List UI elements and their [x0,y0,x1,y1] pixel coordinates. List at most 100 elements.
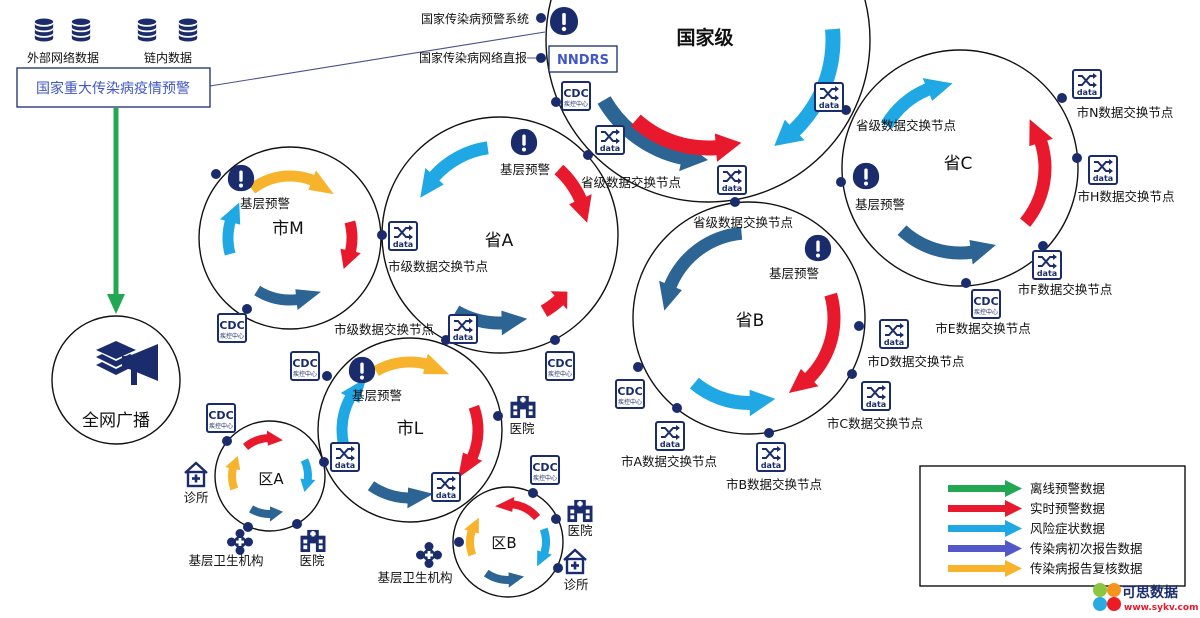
junction-dot [961,278,971,288]
legend-item: 传染病初次报告数据 [948,540,1143,557]
risk-data-arrow [689,377,776,417]
district-b-title: 区B [491,534,516,552]
hospital-icon [567,499,593,523]
data-exchange-icon: data [330,442,360,472]
legend-item: 风险症状数据 [948,520,1105,537]
district-b-circle [452,486,564,598]
data-icon-label: data [866,400,886,409]
junction-dot [551,97,561,107]
cdc-icon-sublabel: 疾控中心 [209,422,233,430]
city-h-node-label: 市H数据交换节点 [1078,189,1175,204]
cdc-icon-label: CDC [563,87,588,100]
national-circle [545,0,871,203]
junction-dot [536,13,546,23]
city-c-node-label: 市C数据交换节点 [827,416,923,431]
city-l-title: 市L [397,419,424,439]
junction-dot [536,53,546,63]
junction-dot [836,177,846,187]
alert-icon [852,162,880,190]
legend-item: 实时预警数据 [948,500,1105,517]
hospital-label: 医院 [567,523,593,538]
sykv-logo: 可思数据 www.sykv.com [1093,583,1198,613]
junction-dot [550,335,560,345]
junction-dot [528,488,538,498]
hospital-label: 医院 [509,421,535,436]
clinic-icon [183,461,209,488]
junction-dot [319,457,329,467]
data-icon-label: data [1037,269,1057,278]
data-exchange-icon: data [814,82,844,112]
city-exchange-node-label: 市级数据交换节点 [334,322,434,337]
database-icon [178,18,198,42]
junction-dot [377,230,387,240]
risk-data-arrow [420,141,489,198]
reverse-data-arrow [597,96,708,172]
hospital-icon [510,395,536,419]
city-d-node-label: 市D数据交换节点 [867,354,964,369]
junction-dot [730,197,740,207]
external-data-label: 外部网络数据 [27,50,99,65]
reverse-data-arrow [452,305,528,336]
health-institution-label: 基层卫生机构 [188,553,263,568]
clinic-label: 诊所 [563,577,588,592]
reverse-data-arrow [659,226,743,311]
grassroots-warning-label: 基层预警 [500,162,550,177]
junction-dot [242,304,252,314]
cdc-icon-sublabel: 疾控中心 [548,370,572,378]
realtime-data-arrow [554,164,592,223]
junction-dot [1072,153,1082,163]
city-b-node-label: 市B数据交换节点 [726,477,822,492]
data-exchange-icon: data [1088,155,1118,185]
review-data-arrow [373,353,450,376]
realtime-data-arrow [1020,119,1053,227]
province-c-title: 省C [944,154,973,174]
province-exchange-node-label: 省级数据交换节点 [693,215,793,230]
database-icon [137,18,157,42]
database-icon [71,18,91,42]
risk-data-arrow [336,377,367,462]
offline-warning-arrowhead [107,294,125,314]
national-direct-report-label: 国家传染病网络直报 [419,50,527,65]
health-institution-icon [416,542,442,568]
junction-dot [1057,93,1067,103]
data-icon-label: data [335,461,355,470]
junction-dot [292,519,302,529]
cdc-icon-label: CDC [208,409,233,422]
junction-dot [454,537,464,547]
hospital-icon [300,529,326,553]
health-institution-icon [227,529,253,555]
risk-data-arrow [537,527,552,567]
clinic-icon [562,548,588,575]
cdc-icon-label: CDC [219,319,244,332]
broadcast-circle[interactable] [51,315,181,445]
district-a-circle [214,420,326,532]
city-a-node-label: 市A数据交换节点 [621,454,717,469]
legend-label: 风险症状数据 [1030,521,1105,536]
risk-data-arrow [220,202,241,256]
data-exchange-icon: data [1032,250,1062,280]
data-icon-label: data [1093,174,1113,183]
alert-icon [804,234,832,262]
junction-dot [211,169,221,179]
national-warning-box[interactable] [16,67,211,108]
cdc-icon-label: CDC [617,385,642,398]
broadcast-label: 全网广播 [82,411,150,431]
junction-dot [583,150,593,160]
cdc-icon-label: CDC [547,357,572,370]
watermark-title: 可思数据 [1122,584,1178,601]
data-exchange-icon: data [595,125,625,155]
data-icon-label: data [1077,88,1097,97]
nndrs-box[interactable] [548,45,618,73]
realtime-data-arrow [788,292,841,394]
cdc-icon-sublabel: 疾控中心 [618,398,642,406]
realtime-data-arrow [340,220,361,269]
province-c-circle [841,49,1079,287]
review-data-arrow [225,455,241,491]
reverse-data-arrow [249,505,283,522]
data-exchange-icon: data [655,421,685,451]
junction-dot [633,362,643,372]
